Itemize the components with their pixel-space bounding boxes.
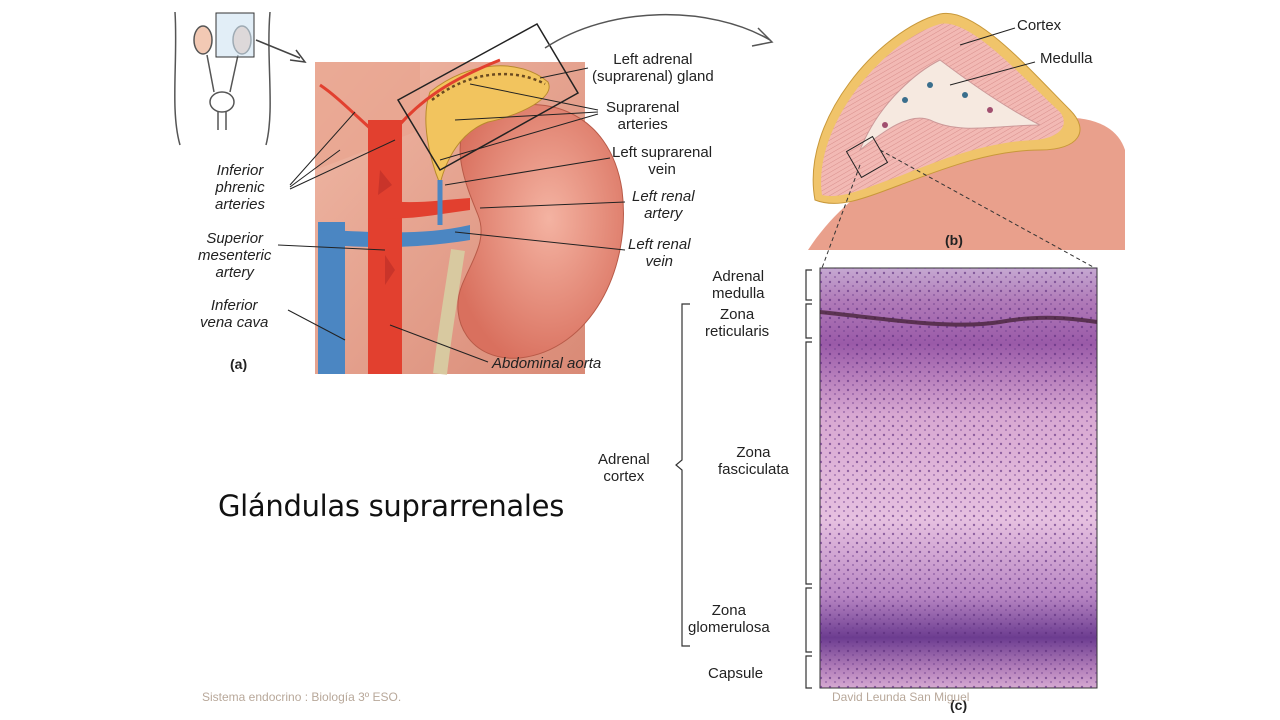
label-superior-mesenteric-artery: Superior mesenteric artery xyxy=(198,230,272,281)
slide-title: Glándulas suprarrenales xyxy=(218,489,565,523)
label-inferior-phrenic-arteries: Inferior phrenic arteries xyxy=(215,162,266,213)
label-left-renal-artery: Left renal artery xyxy=(632,188,695,222)
panel-a-tag: (a) xyxy=(230,356,248,372)
label-abdominal-aorta: Abdominal aorta xyxy=(492,355,602,372)
label-suprarenal-arteries: Suprarenal arteries xyxy=(606,99,680,133)
label-left-renal-vein: Left renal vein xyxy=(628,236,691,270)
label-adrenal-medulla: Adrenal medulla xyxy=(712,268,765,302)
label-zona-glomerulosa: Zona glomerulosa xyxy=(688,602,770,636)
panel-b-tag: (b) xyxy=(945,232,963,248)
footer-right: David Leunda San Miguel xyxy=(832,690,970,704)
label-inferior-vena-cava: Inferior vena cava xyxy=(200,297,269,331)
label-cortex: Cortex xyxy=(1017,17,1062,34)
label-left-adrenal-gland: Left adrenal (suprarenal) gland xyxy=(592,51,714,85)
label-capsule: Capsule xyxy=(708,665,764,682)
label-zona-reticularis: Zona reticularis xyxy=(705,306,770,340)
label-zona-fasciculata: Zona fasciculata xyxy=(718,444,789,478)
panel-c-tag: (c) xyxy=(950,697,968,713)
label-medulla: Medulla xyxy=(1040,50,1093,67)
label-left-suprarenal-vein: Left suprarenal vein xyxy=(612,144,713,178)
footer-left: Sistema endocrino : Biología 3º ESO. xyxy=(202,690,402,704)
label-adrenal-cortex: Adrenal cortex xyxy=(598,451,650,485)
